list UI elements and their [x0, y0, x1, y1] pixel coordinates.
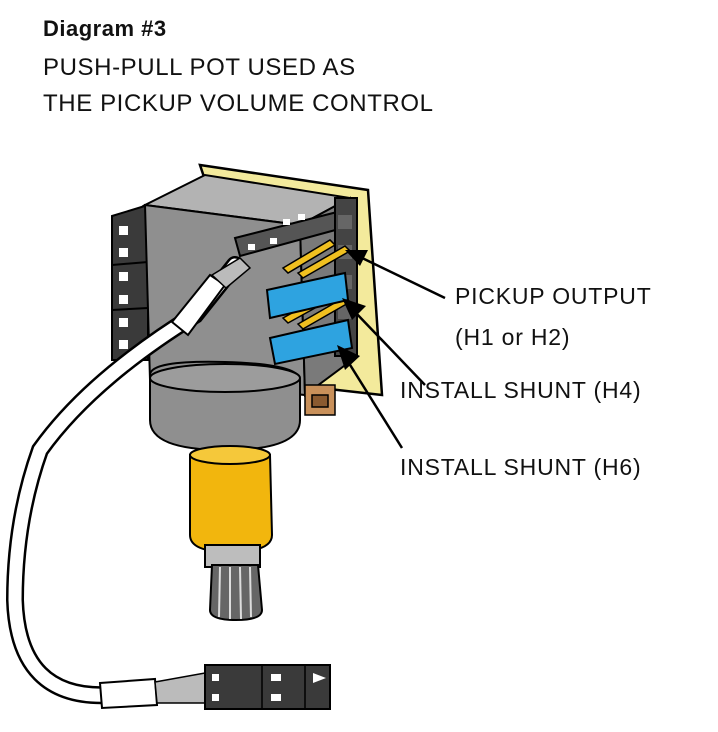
arrow-pickup-output — [345, 250, 446, 300]
pot-shaft — [189, 445, 274, 554]
shunt-h6 — [268, 318, 354, 366]
side-connector — [111, 203, 149, 361]
label-pickup-output: PICKUP OUTPUT — [455, 283, 652, 309]
pot-knob — [204, 544, 264, 622]
solder-terminals — [304, 384, 336, 416]
diagram-subtitle-line2: THE PICKUP VOLUME CONTROL — [43, 90, 434, 117]
diagram-title: Diagram #3 — [43, 16, 167, 41]
cable-sleeve-bottom — [98, 677, 159, 710]
cable-connector-plug — [204, 664, 331, 710]
label-install-shunt-h6: INSTALL SHUNT (H6) — [400, 454, 642, 480]
pot-bushing — [149, 360, 301, 452]
label-pickup-output-h1-h2: (H1 or H2) — [455, 324, 571, 350]
label-install-shunt-h4: INSTALL SHUNT (H4) — [400, 377, 642, 403]
arrow-shunt-h6 — [337, 345, 404, 449]
arrow-shunt-h4 — [342, 298, 426, 386]
pickup-cable — [5, 256, 244, 705]
diagram-subtitle-line1: PUSH-PULL POT USED AS — [43, 54, 356, 81]
